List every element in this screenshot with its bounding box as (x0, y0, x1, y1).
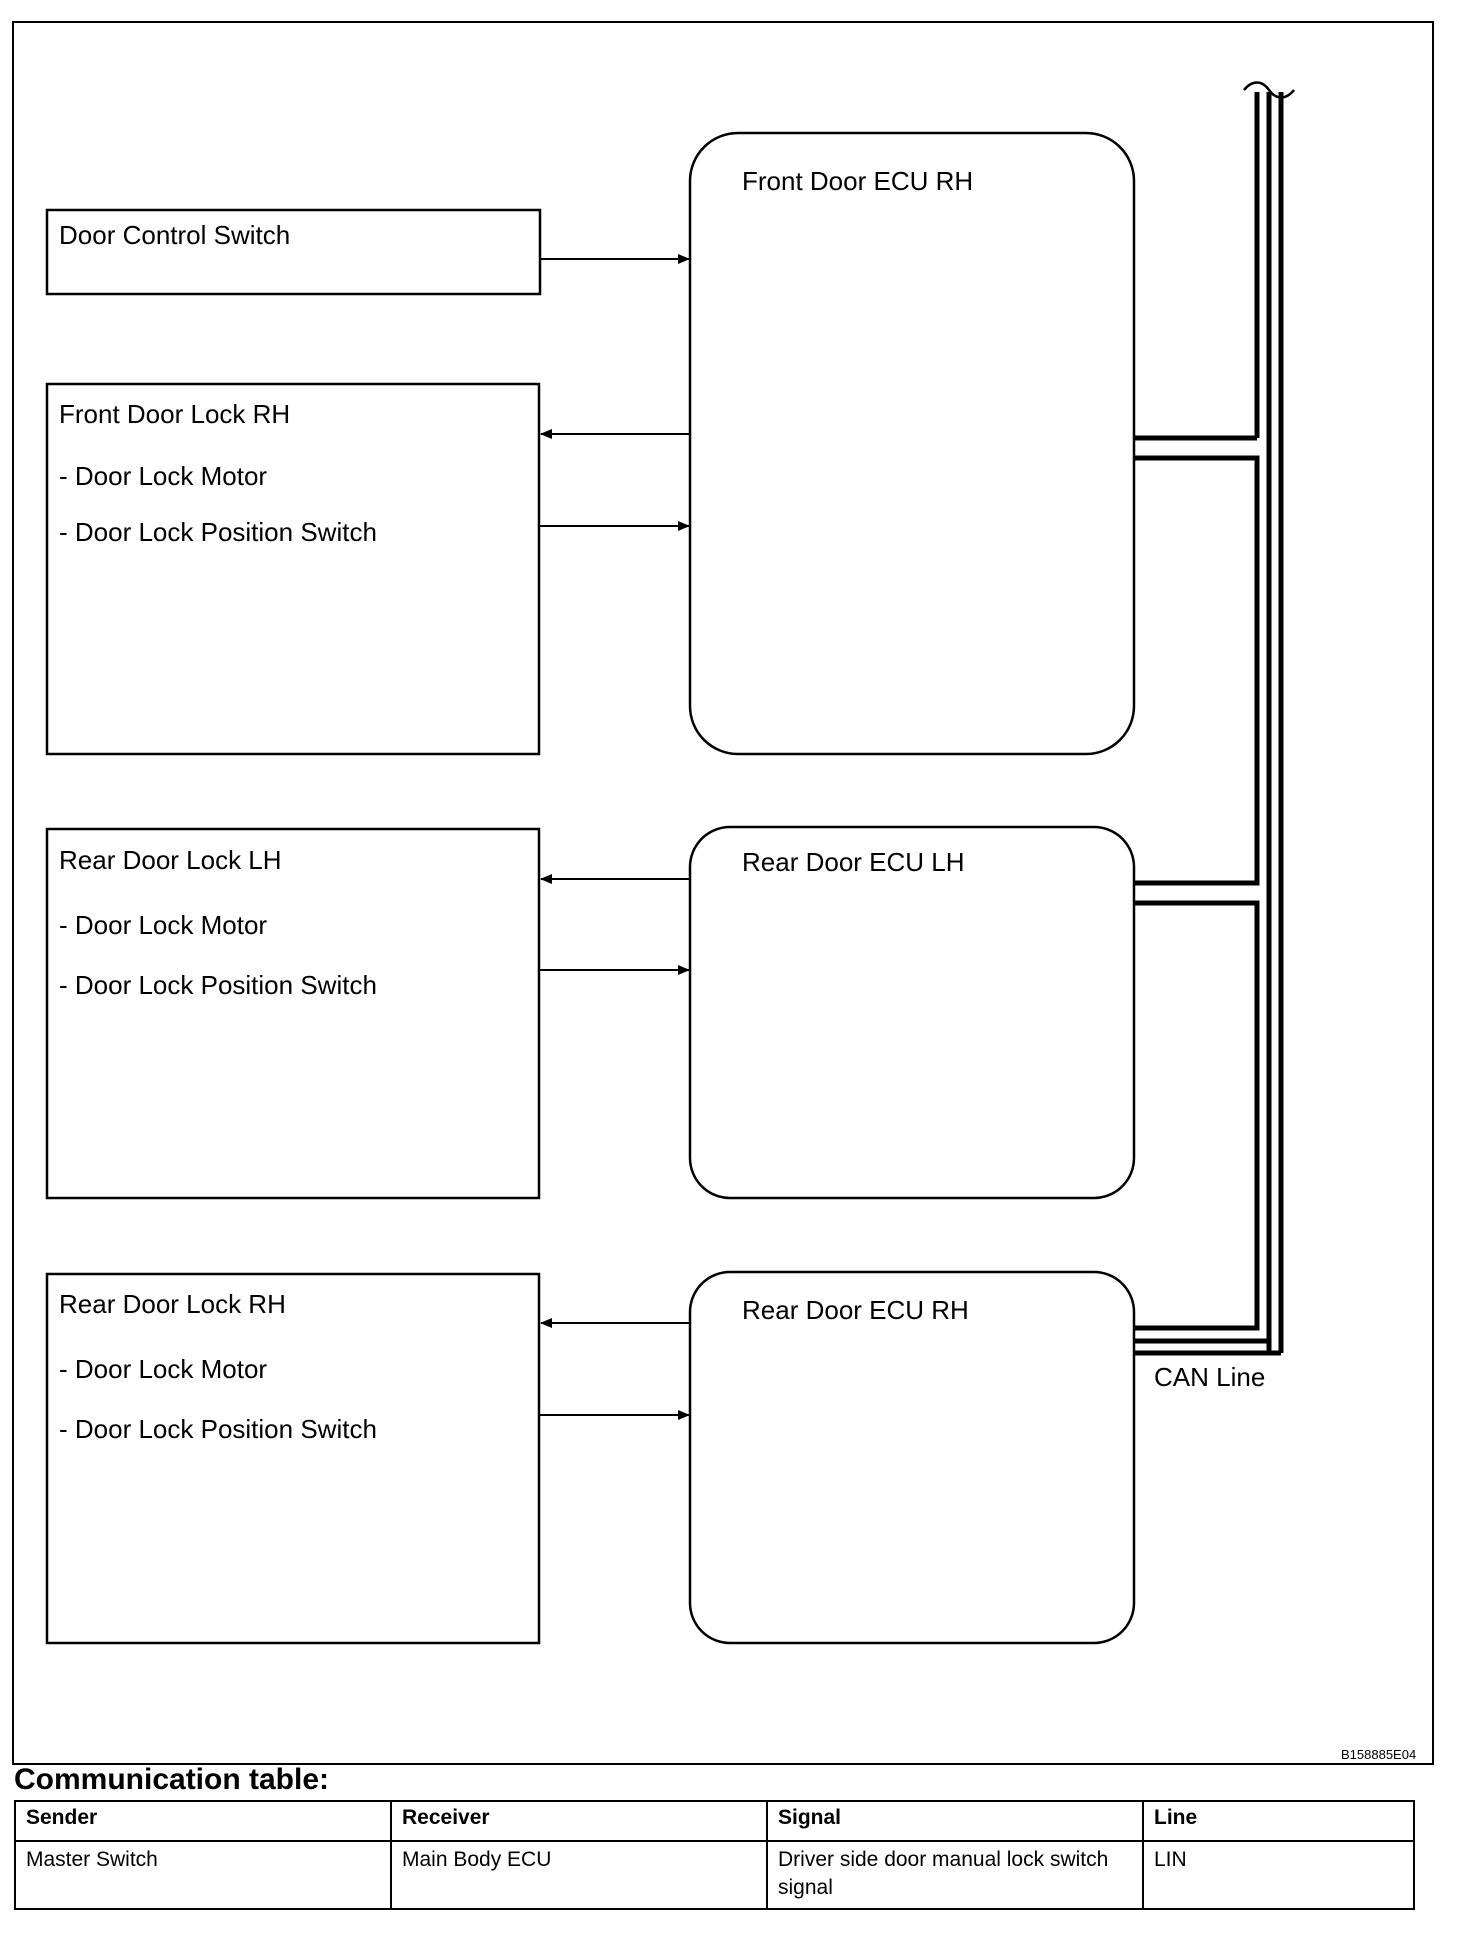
door-control-switch-box: Door Control Switch (45, 208, 542, 296)
figure-code: B158885E04 (1341, 1747, 1416, 1760)
rear-door-ecu-rh-label: Rear Door ECU RH (742, 1295, 969, 1325)
rear-door-lock-lh-title: Rear Door Lock LH (59, 845, 282, 875)
table-row: Master Switch Main Body ECU Driver side … (14, 1840, 1415, 1910)
can-line-label: CAN Line (1154, 1362, 1265, 1392)
communication-table: Sender Receiver Signal Line Master Switc… (14, 1800, 1415, 1910)
cell-signal: Driver side door manual lock switch sign… (766, 1840, 1144, 1910)
cell-receiver: Main Body ECU (390, 1840, 768, 1910)
block-diagram: Door Control Switch Front Door Lock RH -… (45, 81, 1416, 1760)
front-door-lock-rh-box: Front Door Lock RH - Door Lock Motor - D… (45, 382, 541, 756)
cell-line: LIN (1142, 1840, 1415, 1910)
column-header-sender: Sender (14, 1800, 392, 1842)
front-door-ecu-rh-box: Front Door ECU RH (688, 131, 1136, 756)
front-door-lock-rh-motor: - Door Lock Motor (59, 461, 267, 491)
rear-door-ecu-rh-box: Rear Door ECU RH (688, 1270, 1136, 1645)
rear-door-ecu-lh-label: Rear Door ECU LH (742, 847, 965, 877)
communication-table-heading: Communication table: (14, 1763, 330, 1796)
rear-door-lock-rh-motor: - Door Lock Motor (59, 1354, 267, 1384)
rear-door-lock-lh-box: Rear Door Lock LH - Door Lock Motor - Do… (45, 827, 541, 1200)
rear-door-lock-rh-position-switch: - Door Lock Position Switch (59, 1414, 377, 1444)
rear-door-lock-lh-motor: - Door Lock Motor (59, 910, 267, 940)
rear-door-lock-rh-title: Rear Door Lock RH (59, 1289, 286, 1319)
rear-door-lock-lh-position-switch: - Door Lock Position Switch (59, 970, 377, 1000)
door-control-switch-label: Door Control Switch (59, 220, 290, 250)
front-door-ecu-rh-label: Front Door ECU RH (742, 166, 973, 196)
front-door-lock-rh-title: Front Door Lock RH (59, 399, 290, 429)
column-header-receiver: Receiver (390, 1800, 768, 1842)
column-header-line: Line (1142, 1800, 1415, 1842)
rear-door-lock-rh-box: Rear Door Lock RH - Door Lock Motor - Do… (45, 1272, 541, 1645)
diagram-frame (12, 21, 1434, 1765)
can-line-bus (1134, 81, 1295, 1356)
table-header-row: Sender Receiver Signal Line (14, 1800, 1415, 1842)
cell-sender: Master Switch (14, 1840, 392, 1910)
column-header-signal: Signal (766, 1800, 1144, 1842)
rear-door-ecu-lh-box: Rear Door ECU LH (688, 825, 1136, 1200)
front-door-lock-rh-position-switch: - Door Lock Position Switch (59, 517, 377, 547)
